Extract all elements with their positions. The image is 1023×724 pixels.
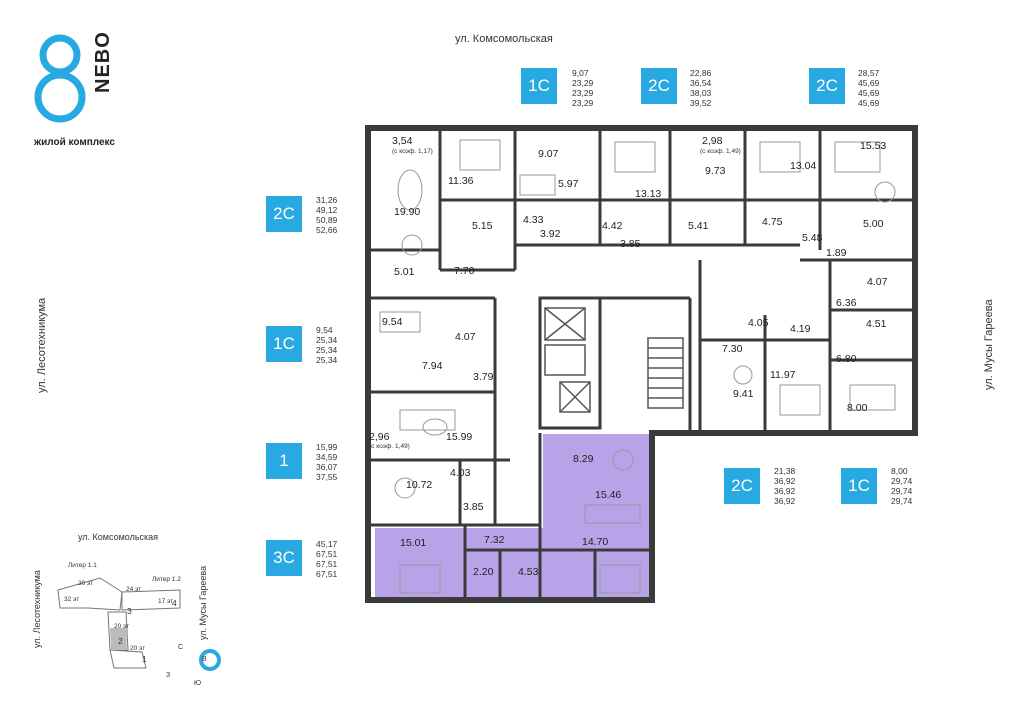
site-number: 1 — [142, 654, 147, 664]
room-area: 9.73 — [705, 165, 726, 177]
room-area: 4.19 — [790, 323, 811, 335]
legend-badge-1[interactable]: 1С — [521, 68, 557, 104]
street-right: ул. Мусы Гареева — [983, 299, 995, 390]
street-left: ул. Лесотехникума — [36, 297, 48, 393]
compass-east: В — [202, 656, 207, 663]
room-area: 11.36 — [448, 175, 474, 187]
room-area: 15.01 — [400, 537, 427, 549]
site-map-street-top: ул. Комсомольская — [78, 532, 159, 542]
room-area: 4.42 — [602, 220, 623, 232]
room-area: 1.89 — [826, 247, 847, 259]
balcony-note: (с коэф. 1,49) — [369, 443, 410, 450]
site-label: 20 эт — [114, 623, 130, 630]
site-map-buildings — [57, 577, 221, 671]
compass-north: С — [178, 644, 184, 651]
balcony-note: (с коэф. 1,17) — [392, 148, 433, 155]
room-area: 6.36 — [836, 297, 857, 309]
room-area: 19.90 — [394, 206, 421, 218]
legend-badge-8[interactable]: 2С — [724, 468, 760, 504]
room-area: 9.54 — [382, 316, 403, 328]
room-area: 6.80 — [836, 353, 857, 365]
highlight-apartment-3c-part — [375, 528, 651, 599]
plan-walls — [365, 125, 918, 603]
room-area: 9.41 — [733, 388, 754, 400]
site-label: Литер 1.2 — [152, 576, 181, 583]
site-label: 17 эт — [158, 598, 174, 605]
room-area: 5.48 — [802, 232, 823, 244]
legend-badge-2[interactable]: 2С — [641, 68, 677, 104]
room-area: 5.00 — [863, 218, 884, 230]
room-area: 3,54 — [392, 135, 413, 147]
room-area: 5.41 — [688, 220, 709, 232]
room-area: 7.70 — [454, 265, 475, 277]
room-area: 8.00 — [847, 402, 868, 414]
room-area: 4.05 — [748, 317, 769, 329]
room-area: 15.53 — [860, 140, 887, 152]
logo: NEBO жилой комплекс — [30, 31, 130, 153]
room-area: 15.99 — [446, 431, 473, 443]
room-area: 7.32 — [484, 534, 505, 546]
site-number: 2 — [118, 636, 123, 646]
compass-west: З — [166, 672, 171, 679]
room-area: 4.53 — [518, 566, 539, 578]
site-number: 3 — [127, 606, 132, 616]
legend-badge-7[interactable]: 3С — [266, 540, 302, 576]
room-area: 3.85 — [620, 238, 641, 250]
site-label: Литер 1.1 — [68, 562, 97, 569]
compass-south: Ю — [194, 680, 202, 687]
logo-subtitle: жилой комплекс — [34, 137, 115, 148]
legend-badge-5[interactable]: 1С — [266, 326, 302, 362]
room-area: 4.75 — [762, 216, 783, 228]
legend-badge-4[interactable]: 2С — [266, 196, 302, 232]
legend-badge-9[interactable]: 1С — [841, 468, 877, 504]
logo-mark-icon — [34, 34, 86, 123]
room-area: 5.15 — [472, 220, 493, 232]
room-area: 9.07 — [538, 148, 559, 160]
room-area: 5.97 — [558, 178, 579, 190]
site-label: 24 эт — [126, 586, 142, 593]
room-area: 5.01 — [394, 266, 415, 278]
room-area: 15.46 — [595, 489, 622, 501]
room-area: 4.07 — [867, 276, 888, 288]
room-area: 4.03 — [450, 467, 471, 479]
room-area: 7.94 — [422, 360, 443, 372]
balcony-note: (с коэф. 1,49) — [700, 148, 741, 155]
room-area: 10.72 — [406, 479, 433, 491]
room-area: 3.79 — [473, 371, 494, 383]
room-area: 4.51 — [866, 318, 887, 330]
street-top: ул. Комсомольская — [455, 33, 553, 45]
site-label: 20 эт — [130, 645, 146, 652]
legend-badge-3[interactable]: 2С — [809, 68, 845, 104]
room-area: 2,98 — [702, 135, 723, 147]
room-area: 3.92 — [540, 228, 561, 240]
room-area: 3.85 — [463, 501, 484, 513]
room-area: 2.20 — [473, 566, 494, 578]
legend-badge-6[interactable]: 1 — [266, 443, 302, 479]
room-area: 14.70 — [582, 536, 609, 548]
highlight-apartment-3c[interactable] — [543, 434, 651, 544]
room-area: 13.04 — [790, 160, 817, 172]
room-area: 11.97 — [770, 369, 796, 381]
site-map: ул. Комсомольская ул. Лесотехникума ул. … — [30, 530, 230, 700]
room-area: 4.07 — [455, 331, 476, 343]
room-area: 2,96 — [369, 431, 390, 443]
floor-plan: 3,54 (с коэф. 1,17) 11.36 9.07 5.97 13.1… — [360, 120, 920, 605]
site-label: 30 эт — [78, 580, 94, 587]
logo-name: NEBO — [92, 31, 114, 93]
room-area: 7.30 — [722, 343, 743, 355]
site-number: 4 — [172, 598, 177, 608]
site-label: 32 эт — [64, 596, 80, 603]
room-area: 4.33 — [523, 214, 544, 226]
room-area: 13.13 — [635, 188, 662, 200]
room-area: 8.29 — [573, 453, 594, 465]
